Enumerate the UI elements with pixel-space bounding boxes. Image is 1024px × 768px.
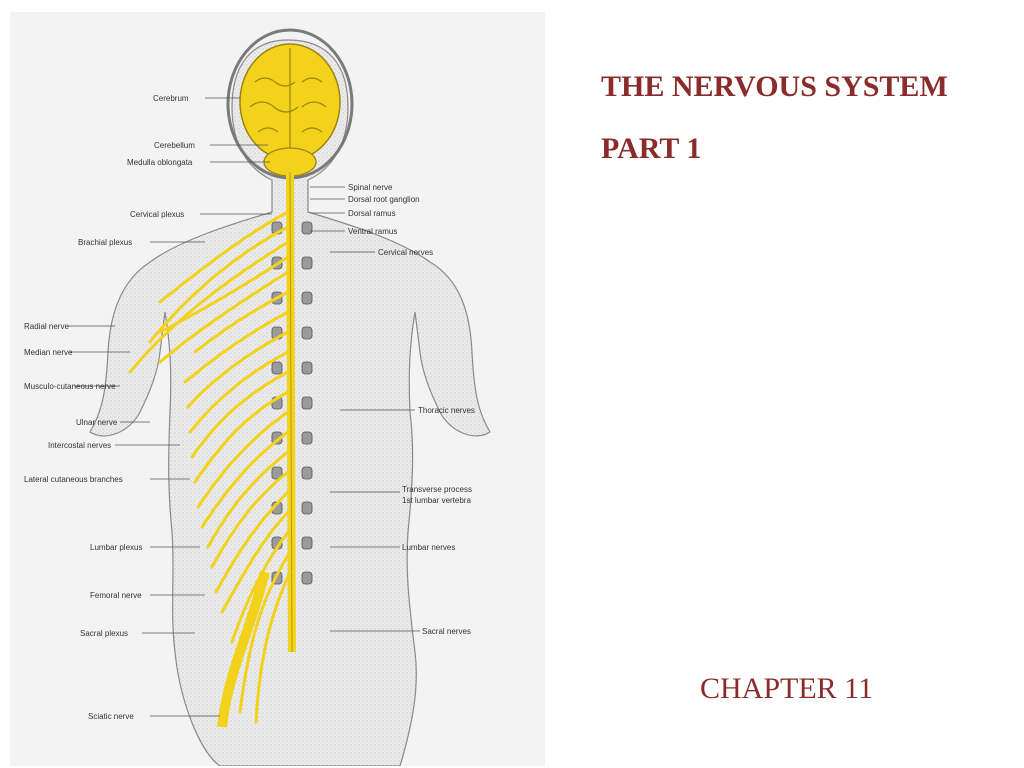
label-cerebellum: Cerebellum [154,141,195,150]
label-ulnar-nerve: Ulnar nerve [76,418,118,427]
label-radial-nerve: Radial nerve [24,322,69,331]
label-transverse-process: Transverse process [402,485,472,494]
label-femoral-nerve: Femoral nerve [90,591,142,600]
label-median-nerve: Median nerve [24,348,73,357]
label-first-lumbar-vertebra: 1st lumbar vertebra [402,496,471,505]
label-lumbar-plexus: Lumbar plexus [90,543,142,552]
vertebrae [271,221,313,585]
label-sacral-plexus: Sacral plexus [80,629,128,638]
brain-folds [249,48,327,152]
nerves [128,210,292,724]
label-sciatic-nerve: Sciatic nerve [88,712,134,721]
label-sacral-nerves: Sacral nerves [422,627,471,636]
label-musculocutaneous-nerve: Musculo-cutaneous nerve [24,382,116,391]
label-lumbar-nerves: Lumbar nerves [402,543,455,552]
label-brachial-plexus: Brachial plexus [78,238,132,247]
slide-title: THE NERVOUS SYSTEM [601,70,948,103]
label-dorsal-root-ganglion: Dorsal root ganglion [348,195,420,204]
label-cerebrum: Cerebrum [153,94,189,103]
label-spinal-nerve: Spinal nerve [348,183,393,192]
label-medulla-oblongata: Medulla oblongata [127,158,193,167]
cerebellum [263,147,317,177]
sciatic-nerve [217,570,270,728]
anatomy-svg: Cerebrum Cerebellum Medulla oblongata Ce… [24,28,491,766]
chapter-label: CHAPTER 11 [700,672,874,705]
label-cervical-plexus: Cervical plexus [130,210,184,219]
label-dorsal-ramus: Dorsal ramus [348,209,396,218]
slide-subtitle: PART 1 [601,132,702,165]
label-lateral-cutaneous-branches: Lateral cutaneous branches [24,475,123,484]
label-cervical-nerves: Cervical nerves [378,248,433,257]
label-ventral-ramus: Ventral ramus [348,227,397,236]
leader-lines [68,97,420,717]
nervous-system-illustration: Cerebrum Cerebellum Medulla oblongata Ce… [10,12,545,766]
label-thoracic-nerves: Thoracic nerves [418,406,475,415]
label-intercostal-nerves: Intercostal nerves [48,441,111,450]
spinal-cord-outline [289,171,293,653]
